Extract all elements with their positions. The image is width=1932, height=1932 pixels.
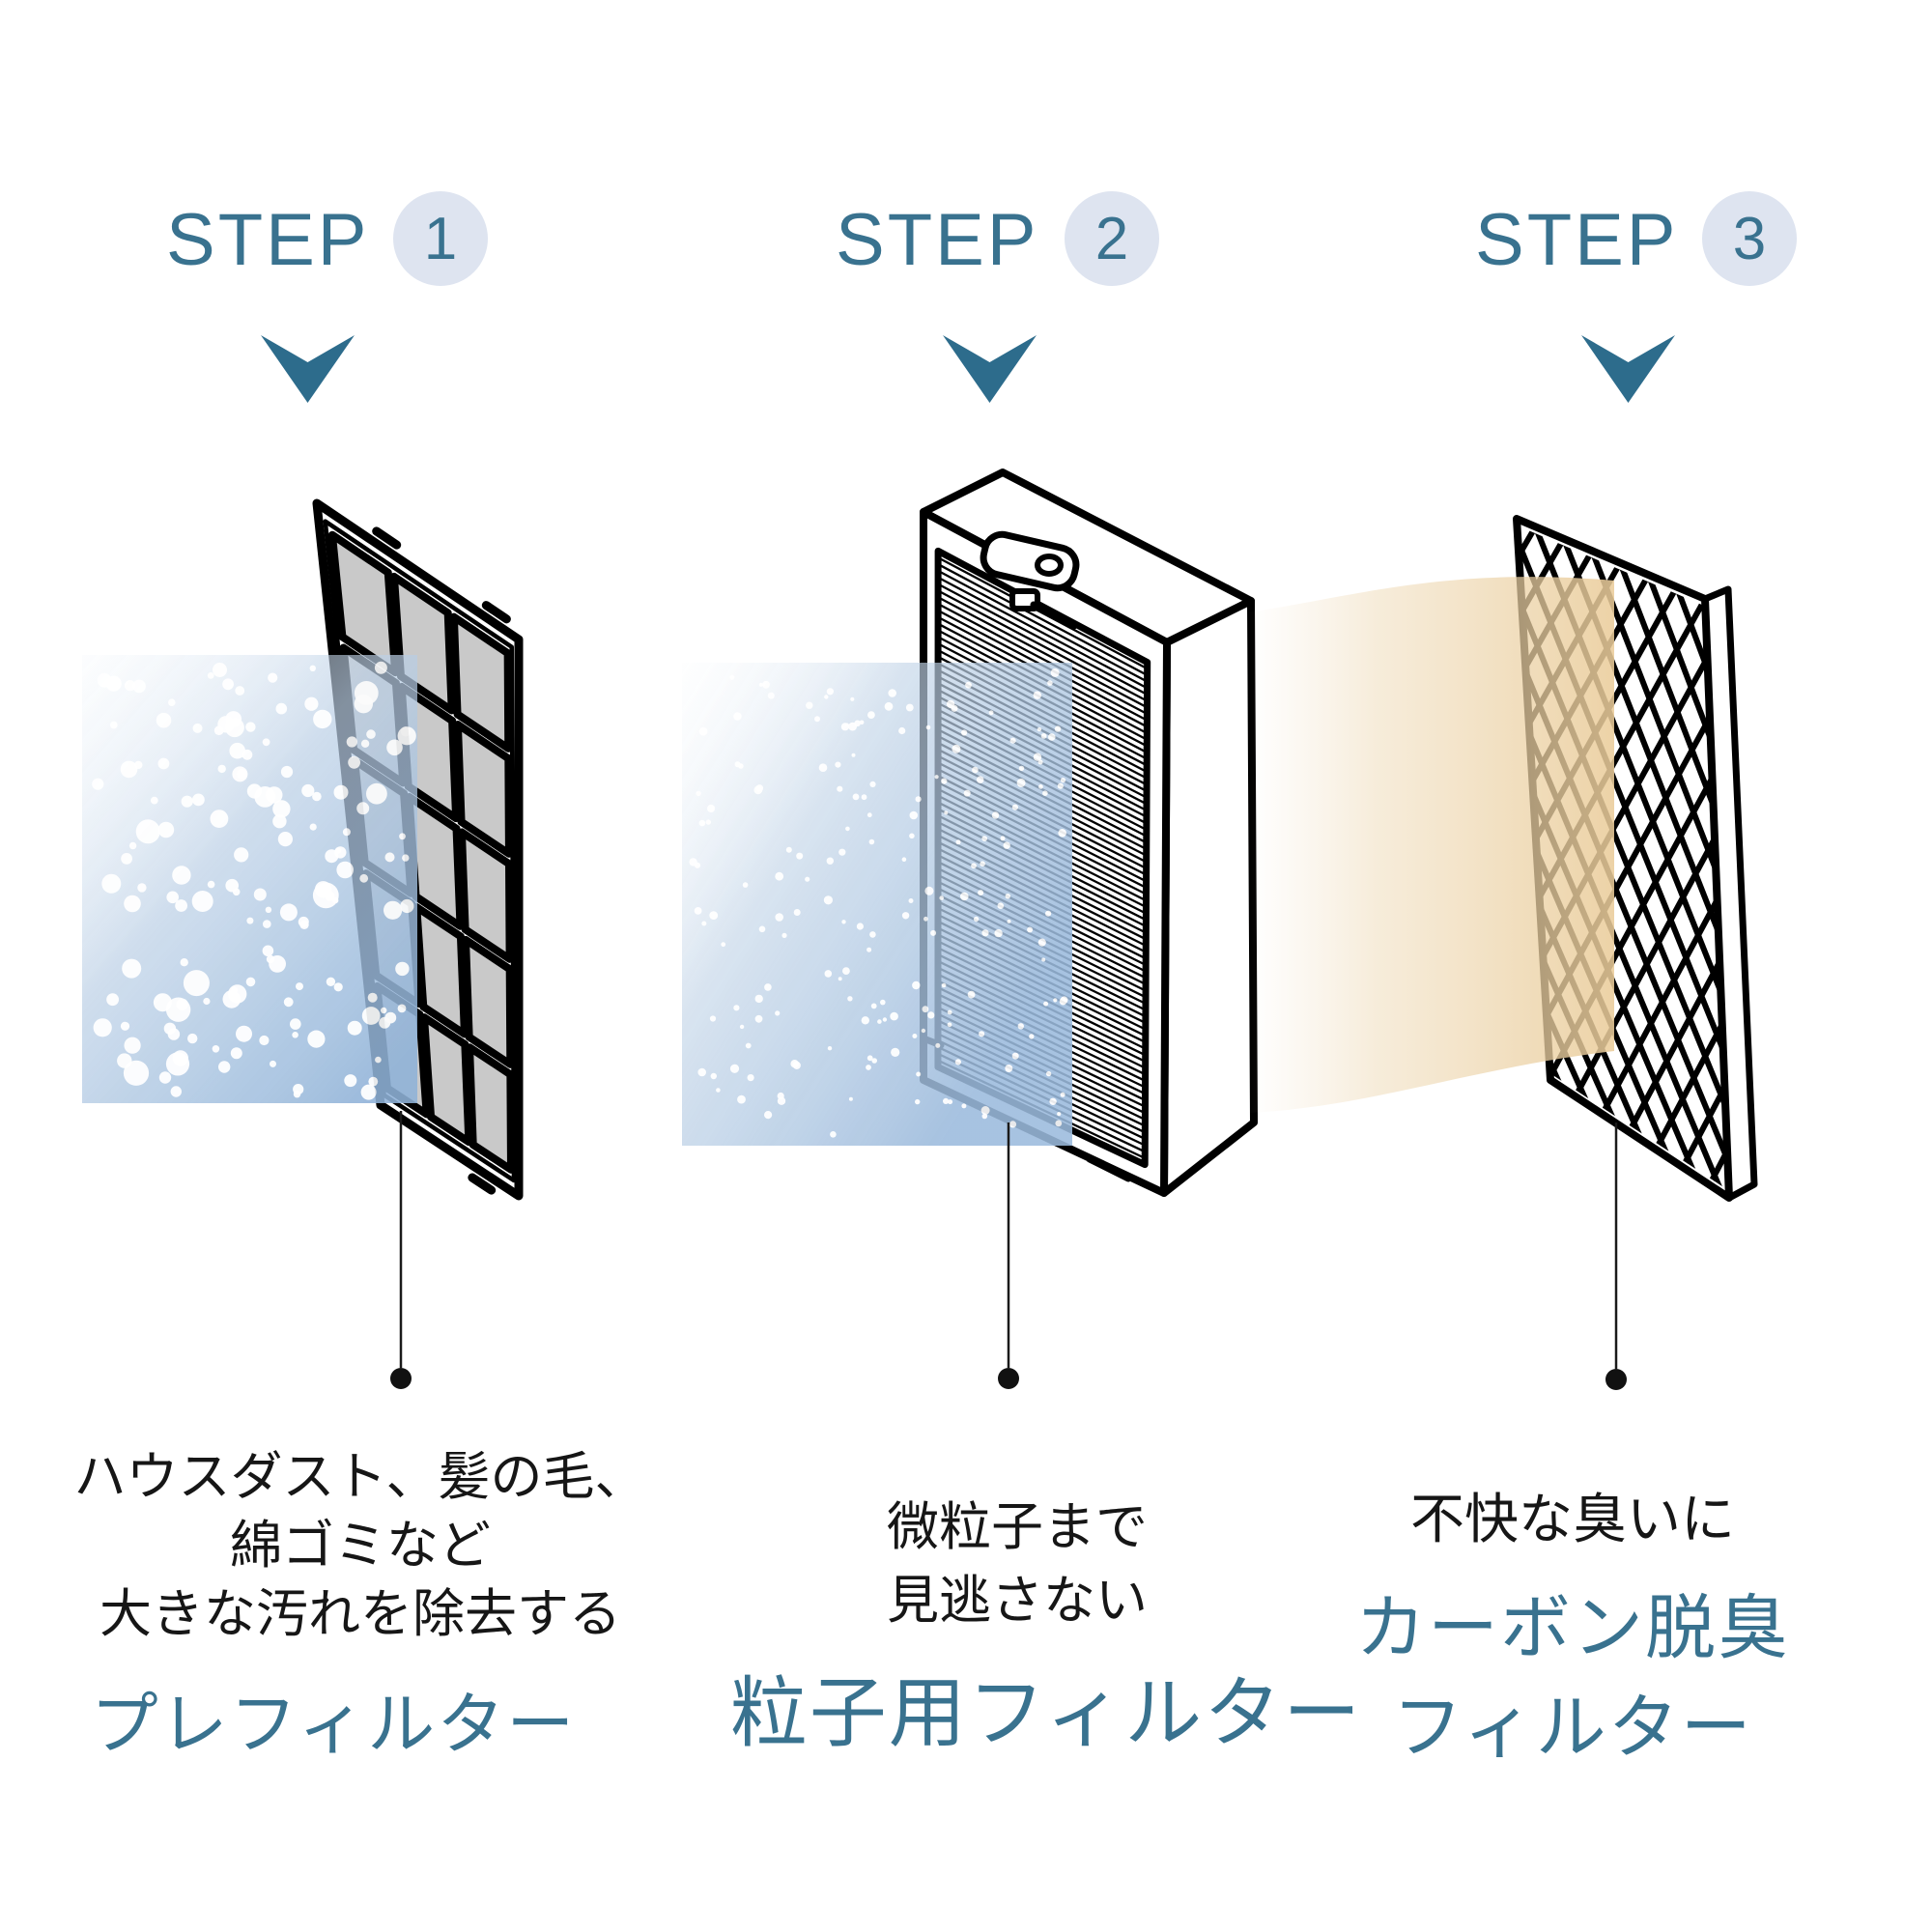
- dust-overlay-large: [82, 655, 417, 1103]
- step-3-label: STEP: [1475, 193, 1679, 286]
- step-2-label-text: STEP: [836, 198, 1039, 281]
- step-3-filter-title: カーボン脱臭 フィルター: [1256, 1578, 1889, 1777]
- step-2-description: 微粒子まで 見逃さない: [737, 1491, 1297, 1637]
- title-line: フィルター: [1392, 1689, 1753, 1767]
- title-line: プレフィルター: [90, 1687, 577, 1762]
- step-3-label-text: STEP: [1475, 198, 1679, 281]
- step-3-number-badge: 3: [1702, 191, 1797, 286]
- description-line: 見逃さない: [887, 1572, 1148, 1630]
- step-1-label: STEP: [166, 193, 370, 286]
- description-line: ハウスダスト、髪の毛、: [73, 1448, 647, 1506]
- step-1-label-text: STEP: [166, 198, 370, 281]
- title-line: 粒子用フィルター: [729, 1670, 1363, 1756]
- description-line: 微粒子まで: [887, 1498, 1148, 1556]
- odor-sheet: [1248, 577, 1614, 1113]
- step-1-number-badge: 1: [393, 191, 488, 286]
- description-line: 不快な臭いに: [1410, 1489, 1735, 1549]
- leader-lines: [390, 1111, 1627, 1390]
- step-1-filter-title: プレフィルター: [34, 1683, 633, 1766]
- step-2-filter-title: 粒子用フィルター: [713, 1667, 1379, 1760]
- dust-overlay-fine: [682, 663, 1072, 1146]
- description-line: 大きな汚れを除去する: [99, 1585, 621, 1643]
- step-3-description: 不快な臭いに: [1275, 1483, 1870, 1556]
- step-1-description: ハウスダスト、髪の毛、 綿ゴミなど 大きな汚れを除去する: [61, 1443, 660, 1649]
- title-line: カーボン脱臭: [1355, 1589, 1790, 1667]
- step-2-number-badge: 2: [1065, 191, 1159, 286]
- description-line: 綿ゴミなど: [230, 1517, 491, 1575]
- step-2-label: STEP: [836, 193, 1039, 286]
